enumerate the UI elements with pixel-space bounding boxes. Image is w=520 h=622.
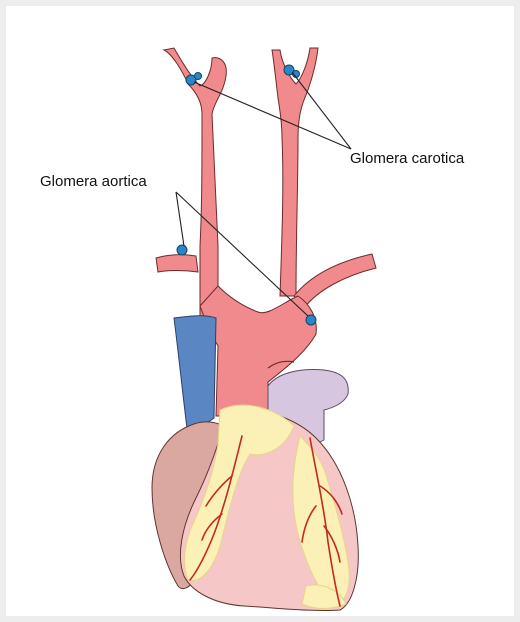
label-glomera-carotica: Glomera carotica xyxy=(350,150,465,167)
brachiocephalic-branch xyxy=(156,255,198,272)
left-carotid-artery xyxy=(272,48,318,296)
aortic-body-upper xyxy=(177,245,187,255)
leader-carotica-1 xyxy=(194,82,351,149)
heart-aorta-diagram: Glomera aortica Glomera carotica xyxy=(6,6,514,616)
left-subclavian-branch xyxy=(294,254,376,308)
heart xyxy=(152,405,358,610)
anatomy-figure: Glomera aortica Glomera carotica xyxy=(6,6,514,616)
superior-vena-cava xyxy=(174,316,216,436)
aortic-body-lower xyxy=(306,315,316,325)
carotid-body-right-2 xyxy=(195,73,202,80)
label-glomera-aortica: Glomera aortica xyxy=(40,173,147,190)
leader-aortica-1 xyxy=(176,192,184,246)
